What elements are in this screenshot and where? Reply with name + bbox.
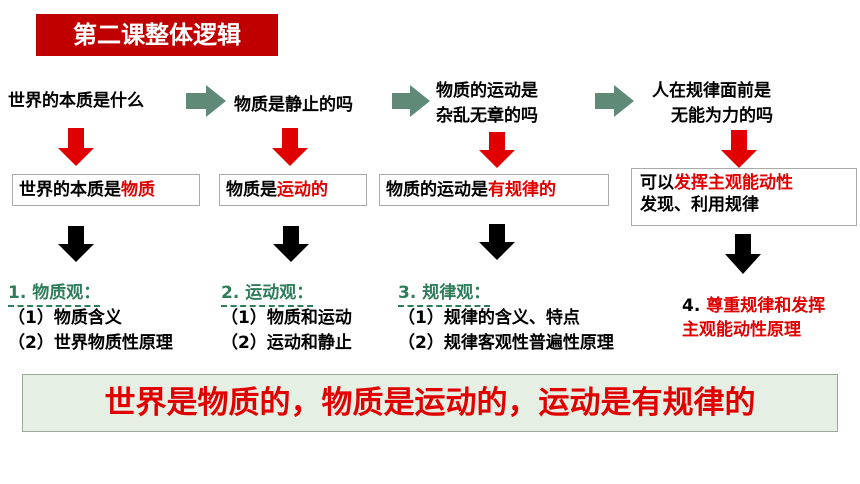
section-3-item-2: （2）规律客观性普遍性原理	[398, 333, 614, 353]
section-3-item-1: （1）规律的含义、特点	[398, 308, 580, 328]
question-2: 物质是静止的吗	[234, 95, 353, 115]
question-3-line2: 杂乱无章的吗	[436, 106, 538, 126]
down-arrow-black-4-icon	[725, 234, 761, 274]
section-1-item-1: （1）物质含义	[8, 308, 122, 328]
down-arrow-red-4-icon	[721, 130, 757, 168]
answer-3-prefix: 物质的运动是	[386, 180, 488, 200]
down-arrow-red-1-icon	[58, 128, 94, 166]
answer-1-highlight: 物质	[121, 180, 155, 200]
section-1-title: 1. 物质观：	[8, 282, 101, 307]
section-1-item-2: （2）世界物质性原理	[8, 333, 173, 353]
answer-2-highlight: 运动的	[277, 180, 328, 200]
section-4-number: 4.	[682, 296, 701, 316]
down-arrow-black-2-icon	[273, 226, 309, 262]
answer-1-prefix: 世界的本质是	[19, 180, 121, 200]
answer-4-line2: 发现、利用规律	[640, 195, 759, 215]
answer-box-4: 可以发挥主观能动性 发现、利用规律	[631, 168, 857, 226]
section-2-item-1: （1）物质和运动	[221, 308, 352, 328]
down-arrow-red-2-icon	[272, 128, 308, 166]
answer-box-3: 物质的运动是有规律的	[379, 174, 609, 206]
section-4-title-line1: 尊重规律和发挥	[706, 296, 826, 316]
down-arrow-black-3-icon	[479, 224, 515, 260]
answer-box-2: 物质是运动的	[219, 174, 367, 206]
question-4-line1: 人在规律面前是	[652, 81, 771, 101]
page-title: 第二课整体逻辑	[36, 14, 278, 56]
down-arrow-black-1-icon	[58, 226, 94, 262]
answer-4-prefix: 可以	[640, 173, 674, 193]
answer-4-highlight: 发挥主观能动性	[674, 173, 793, 193]
down-arrow-red-3-icon	[479, 132, 515, 168]
section-4-line1: 4. 尊重规律和发挥	[682, 294, 825, 318]
section-2-title: 2. 运动观：	[221, 282, 314, 307]
question-4-line2: 无能为力的吗	[671, 106, 773, 126]
right-arrow-1-icon	[186, 85, 226, 117]
right-arrow-3-icon	[595, 85, 634, 117]
section-4-title-line2: 主观能动性原理	[682, 320, 801, 340]
conclusion-banner: 世界是物质的，物质是运动的，运动是有规律的	[22, 374, 838, 432]
right-arrow-2-icon	[392, 85, 430, 117]
answer-3-highlight: 有规律的	[488, 180, 556, 200]
question-1: 世界的本质是什么	[8, 91, 144, 111]
section-3-title: 3. 规律观：	[398, 282, 491, 307]
answer-2-prefix: 物质是	[226, 180, 277, 200]
section-2-item-2: （2）运动和静止	[221, 333, 352, 353]
answer-box-1: 世界的本质是物质	[12, 174, 200, 206]
question-3-line1: 物质的运动是	[436, 81, 538, 101]
